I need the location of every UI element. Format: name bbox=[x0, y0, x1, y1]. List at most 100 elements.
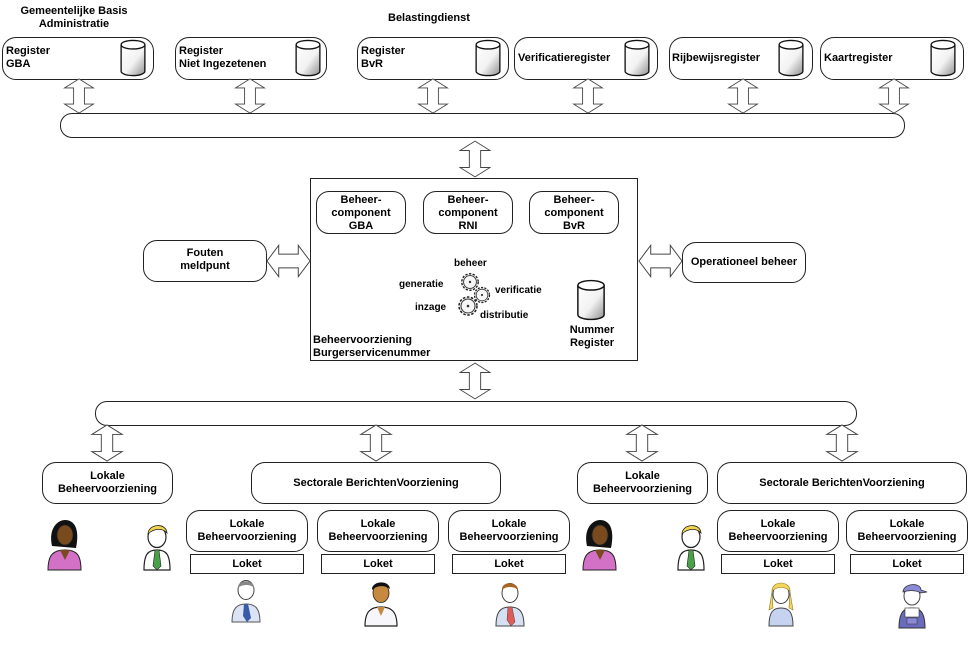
loket[interactable]: Loket bbox=[721, 554, 835, 574]
component-label: RNI bbox=[458, 220, 478, 232]
function-beheer: beheer bbox=[454, 258, 487, 269]
bidirectional-arrow-icon bbox=[360, 424, 392, 462]
register-rijbewijs[interactable]: Rijbewijsregister bbox=[669, 37, 813, 80]
database-icon bbox=[929, 39, 957, 77]
person-man-icon bbox=[231, 580, 261, 623]
bidirectional-arrow-icon bbox=[879, 78, 909, 114]
lokale-line2: Beheervoorziening bbox=[728, 531, 828, 543]
register-label-line2: BvR bbox=[361, 58, 384, 70]
register-gba[interactable]: Register GBA bbox=[2, 37, 154, 80]
function-verificatie: verificatie bbox=[495, 285, 542, 296]
lokale-beheervoorziening[interactable]: Lokale Beheervoorziening bbox=[448, 510, 570, 552]
lokale-line1: Lokale bbox=[760, 518, 796, 530]
lokale-line2: Beheervoorziening bbox=[328, 531, 428, 543]
nummer-register-line2: Register bbox=[569, 337, 615, 349]
person-girl-icon bbox=[768, 582, 794, 627]
loket[interactable]: Loket bbox=[321, 554, 435, 574]
person-worker-icon bbox=[898, 584, 928, 629]
lokale-line1: Lokale bbox=[889, 518, 925, 530]
lokale-line2: Beheervoorziening bbox=[459, 531, 559, 543]
lokale-line2: Beheervoorziening bbox=[57, 483, 158, 495]
register-bvr[interactable]: Register BvR bbox=[357, 37, 509, 80]
register-verificatie[interactable]: Verificatieregister bbox=[514, 37, 658, 80]
bidirectional-arrow-icon bbox=[459, 362, 491, 400]
bidirectional-arrow-icon bbox=[91, 424, 123, 462]
bidirectional-arrow-icon bbox=[459, 140, 491, 178]
bidirectional-arrow-icon bbox=[235, 78, 265, 114]
lokale-beheervoorziening[interactable]: Lokale Beheervoorziening bbox=[846, 510, 968, 552]
register-label-line1: Register bbox=[6, 45, 51, 57]
bidirectional-arrow-icon bbox=[64, 78, 94, 114]
beheercomponent-gba[interactable]: Beheer- component GBA bbox=[316, 191, 406, 234]
function-distributie: distributie bbox=[480, 310, 529, 321]
register-label: Verificatieregister bbox=[518, 52, 611, 64]
component-label: GBA bbox=[348, 220, 374, 232]
register-niet-ingezetenen[interactable]: Register Niet Ingezetenen bbox=[175, 37, 327, 80]
lokale-line1: Lokale bbox=[229, 518, 265, 530]
central-title-line1: Beheervoorziening bbox=[313, 334, 413, 346]
register-kaart[interactable]: Kaartregister bbox=[820, 37, 964, 80]
lokale-beheervoorziening[interactable]: Lokale Beheervoorziening bbox=[186, 510, 308, 552]
lokale-beheervoorziening[interactable]: Lokale Beheervoorziening bbox=[577, 462, 708, 504]
register-label: Rijbewijsregister bbox=[672, 52, 761, 64]
lokale-line1: Lokale bbox=[491, 518, 527, 530]
sectorale-berichtenvoorziening[interactable]: Sectorale BerichtenVoorziening bbox=[251, 462, 501, 504]
operationeel-beheer[interactable]: Operationeel beheer bbox=[682, 242, 806, 283]
bidirectional-arrow-icon bbox=[573, 78, 603, 114]
loket[interactable]: Loket bbox=[850, 554, 964, 574]
database-icon bbox=[119, 39, 147, 77]
lokale-beheervoorziening[interactable]: Lokale Beheervoorziening bbox=[717, 510, 839, 552]
person-woman-icon bbox=[47, 520, 82, 571]
beheercomponent-bvr[interactable]: Beheer- component BvR bbox=[529, 191, 619, 234]
register-label-line2: Niet Ingezetenen bbox=[179, 58, 267, 70]
lokale-line1: Lokale bbox=[90, 470, 125, 482]
gba-organisation-header: Gemeentelijke Basis Administratie bbox=[14, 5, 134, 31]
person-woman-icon bbox=[582, 520, 617, 571]
person-man-icon bbox=[495, 583, 525, 627]
database-icon bbox=[777, 39, 805, 77]
fouten-line1: Fouten bbox=[186, 247, 224, 259]
function-inzage: inzage bbox=[415, 302, 447, 313]
person-man-icon bbox=[677, 525, 705, 571]
central-title-line2: Burgerservicenummer bbox=[313, 347, 431, 359]
lokale-line2: Beheervoorziening bbox=[197, 531, 297, 543]
register-label: Kaartregister bbox=[824, 52, 893, 64]
register-label-line1: Register bbox=[361, 45, 406, 57]
bidirectional-arrow-icon bbox=[638, 244, 683, 278]
lokale-line2: Beheervoorziening bbox=[857, 531, 957, 543]
lokale-line1: Lokale bbox=[625, 470, 660, 482]
bidirectional-arrow-icon bbox=[728, 78, 758, 114]
database-icon bbox=[623, 39, 651, 77]
loket[interactable]: Loket bbox=[190, 554, 304, 574]
function-generatie: generatie bbox=[399, 279, 444, 290]
database-icon bbox=[577, 279, 605, 321]
person-man-icon bbox=[143, 525, 171, 571]
nummer-register-label: Nummer Register bbox=[565, 324, 619, 350]
register-label-line1: Register bbox=[179, 45, 224, 57]
lokale-beheervoorziening[interactable]: Lokale Beheervoorziening bbox=[42, 462, 173, 504]
distribution-bus bbox=[95, 401, 857, 426]
central-title: Beheervoorziening Burgerservicenummer bbox=[313, 334, 430, 360]
component-label: component bbox=[544, 207, 604, 219]
gba-org-text: Gemeentelijke Basis Administratie bbox=[20, 5, 128, 30]
nummer-register-line1: Nummer bbox=[569, 324, 615, 336]
bidirectional-arrow-icon bbox=[266, 244, 311, 278]
component-label: component bbox=[331, 207, 391, 219]
beheervoorziening-bsn[interactable]: Beheer- component GBA Beheer- component … bbox=[310, 178, 638, 361]
gear-icon bbox=[458, 296, 478, 316]
component-label: Beheer- bbox=[447, 194, 489, 206]
component-label: BvR bbox=[562, 220, 585, 232]
fouten-meldpunt[interactable]: Fouten meldpunt bbox=[143, 240, 267, 282]
lokale-line2: Beheervoorziening bbox=[592, 483, 693, 495]
loket[interactable]: Loket bbox=[452, 554, 566, 574]
component-label: Beheer- bbox=[553, 194, 595, 206]
person-woman-icon bbox=[364, 582, 398, 627]
bidirectional-arrow-icon bbox=[418, 78, 448, 114]
sectorale-berichtenvoorziening[interactable]: Sectorale BerichtenVoorziening bbox=[717, 462, 967, 504]
lokale-beheervoorziening[interactable]: Lokale Beheervoorziening bbox=[317, 510, 439, 552]
beheercomponent-rni[interactable]: Beheer- component RNI bbox=[423, 191, 513, 234]
database-icon bbox=[294, 39, 322, 77]
component-label: Beheer- bbox=[340, 194, 382, 206]
lokale-line1: Lokale bbox=[360, 518, 396, 530]
database-icon bbox=[474, 39, 502, 77]
